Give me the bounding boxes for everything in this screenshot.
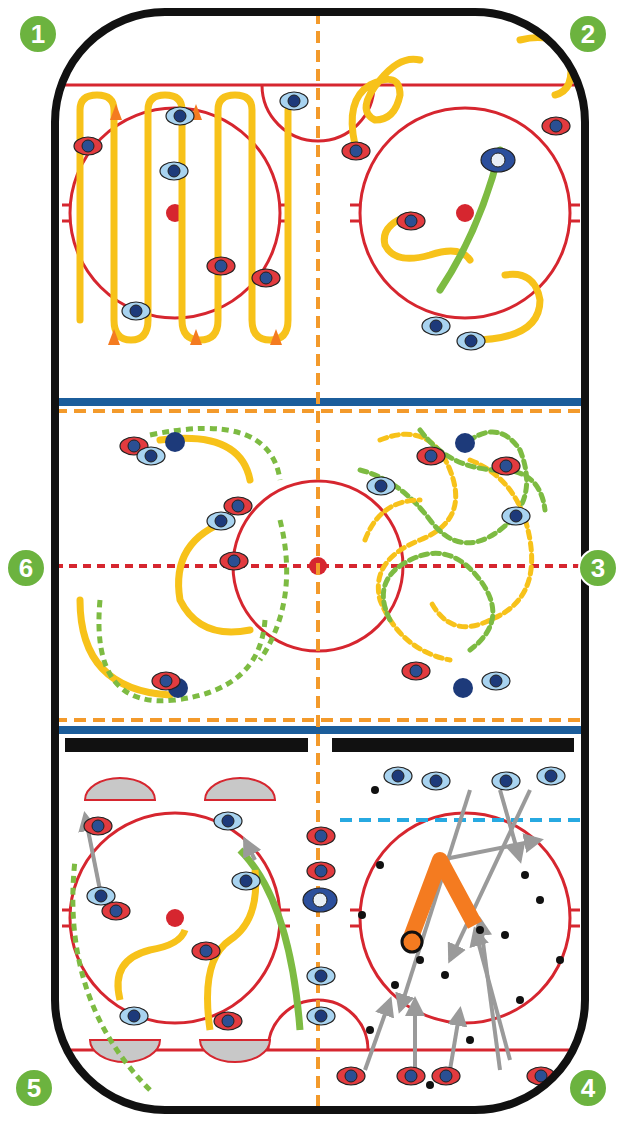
callout-number: 1	[20, 16, 56, 52]
callout-number: 3	[580, 550, 616, 586]
callout-number: 6	[8, 550, 44, 586]
callout-number: 5	[16, 1070, 52, 1106]
callout-number: 4	[570, 1070, 606, 1106]
callout-number: 2	[570, 16, 606, 52]
